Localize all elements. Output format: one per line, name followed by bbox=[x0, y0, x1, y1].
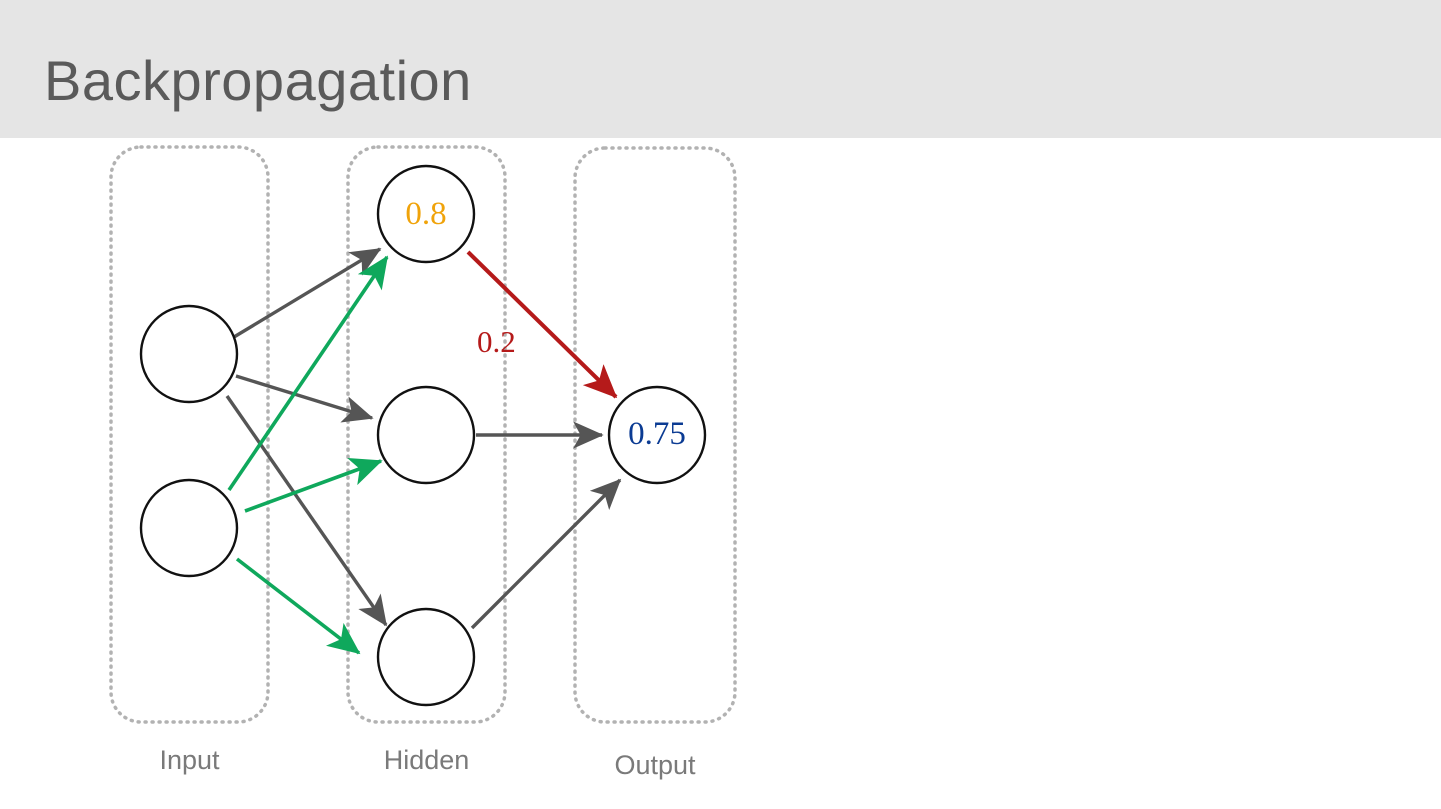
node-input-2[interactable] bbox=[139, 478, 239, 578]
edge-i1-h1 bbox=[233, 247, 382, 339]
edge-i2-h2 bbox=[244, 458, 383, 513]
edge-i1-h3 bbox=[225, 395, 388, 627]
node-hidden-3[interactable] bbox=[376, 607, 476, 707]
edge-i2-h3 bbox=[235, 557, 361, 655]
node-output-1[interactable] bbox=[607, 385, 707, 485]
header-band bbox=[0, 0, 1441, 138]
node-hidden-2[interactable] bbox=[376, 385, 476, 485]
page-title: Backpropagation bbox=[44, 49, 472, 112]
edges-layer bbox=[225, 247, 622, 655]
nodes-layer bbox=[139, 164, 707, 707]
layer-label-output: Output bbox=[614, 750, 696, 780]
layer-box-input bbox=[109, 145, 270, 724]
edge-i1-h2 bbox=[235, 374, 374, 423]
layer-label-hidden: Hidden bbox=[383, 745, 470, 775]
node-hidden-1[interactable] bbox=[376, 164, 476, 264]
edge-i2-h1 bbox=[227, 255, 389, 492]
layer-label-input: Input bbox=[159, 745, 220, 775]
edge-h1-o1 bbox=[466, 250, 618, 399]
node-input-1[interactable] bbox=[139, 304, 239, 404]
edge-h3-o1 bbox=[470, 478, 622, 630]
